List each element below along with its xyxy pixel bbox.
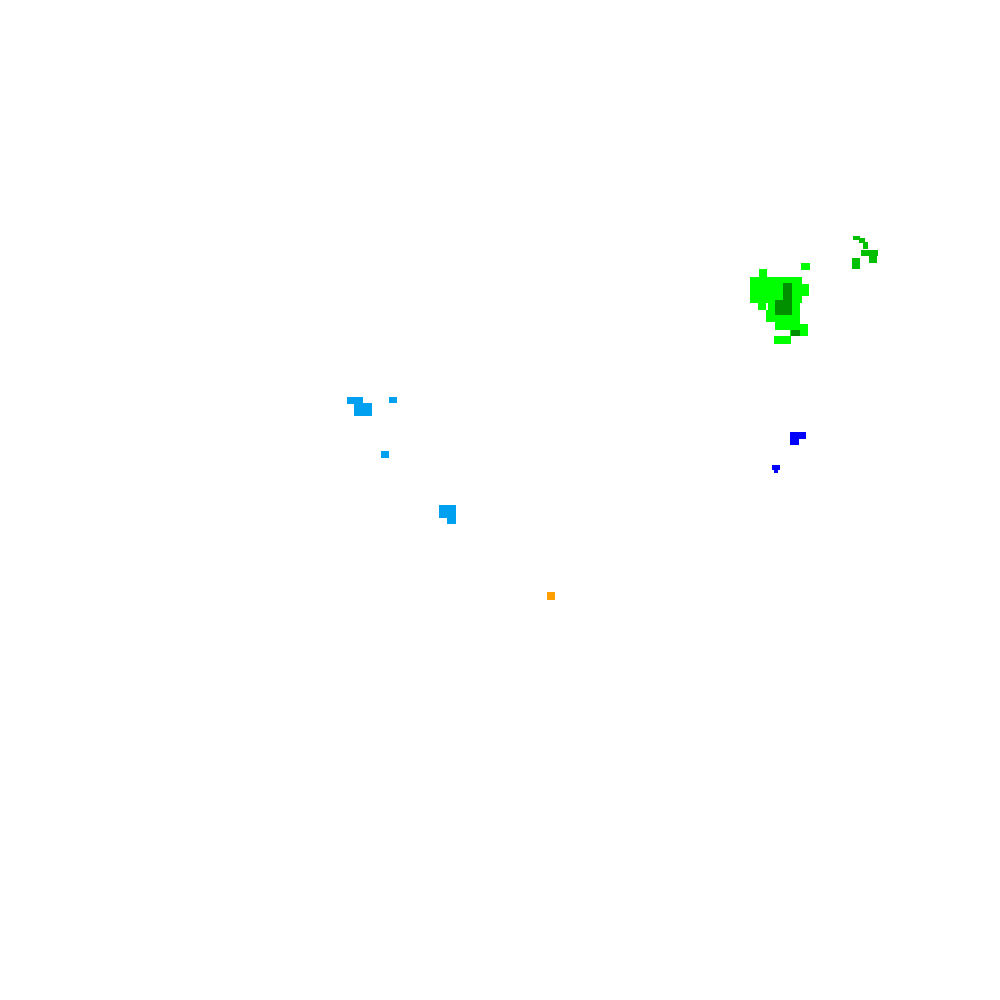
medium-green-arc-cluster-pixel-block-3 bbox=[863, 242, 868, 249]
sky-blue-cluster-lower bbox=[439, 505, 456, 524]
medium-green-arc-cluster-pixel-block-5 bbox=[869, 256, 877, 263]
blue-cluster-pixel-block-2 bbox=[790, 438, 799, 445]
bright-green-cluster-pixel-block-3 bbox=[750, 277, 802, 303]
orange-cluster bbox=[547, 592, 555, 600]
medium-green-arc-cluster-pixel-block-6 bbox=[852, 258, 860, 269]
sky-blue-cluster-upper-pixel-block-1 bbox=[347, 397, 363, 404]
bright-green-cluster-pixel-block-9 bbox=[799, 324, 808, 336]
medium-green-arc-cluster-pixel-block-2 bbox=[859, 238, 865, 243]
bright-green-cluster-pixel-block-8 bbox=[775, 320, 800, 330]
bright-green-cluster-pixel-block-11 bbox=[774, 336, 791, 344]
dark-green-cluster-pixel-block-3 bbox=[791, 330, 800, 336]
blue-cluster-pixel-block-3 bbox=[772, 465, 780, 470]
sky-blue-cluster-lower-pixel-block-1 bbox=[439, 505, 456, 518]
dark-green-cluster bbox=[775, 283, 800, 336]
medium-green-arc-cluster bbox=[852, 236, 878, 269]
medium-green-arc-cluster-pixel-block-1 bbox=[853, 236, 860, 240]
medium-green-arc-cluster-pixel-block-4 bbox=[861, 250, 878, 256]
sky-blue-cluster-upper-pixel-block-4 bbox=[381, 451, 389, 458]
sky-blue-cluster-lower-pixel-block-2 bbox=[447, 517, 456, 524]
blue-cluster-pixel-block-4 bbox=[774, 470, 778, 473]
bright-green-cluster-pixel-block-2 bbox=[801, 263, 810, 270]
sky-blue-cluster-upper-pixel-block-3 bbox=[389, 397, 397, 403]
bright-green-cluster-pixel-block-4 bbox=[801, 284, 809, 296]
dark-green-cluster-pixel-block-2 bbox=[775, 300, 785, 315]
blue-cluster-pixel-block-1 bbox=[790, 432, 806, 439]
blue-cluster bbox=[772, 432, 806, 473]
orange-cluster-pixel-block-1 bbox=[547, 592, 555, 600]
sky-blue-cluster-upper-pixel-block-2 bbox=[354, 403, 372, 416]
dark-green-cluster-pixel-block-1 bbox=[783, 283, 792, 315]
bright-green-cluster-pixel-block-5 bbox=[758, 302, 766, 310]
bright-green-cluster-pixel-block-1 bbox=[759, 269, 767, 277]
sky-blue-cluster-upper bbox=[347, 397, 397, 458]
